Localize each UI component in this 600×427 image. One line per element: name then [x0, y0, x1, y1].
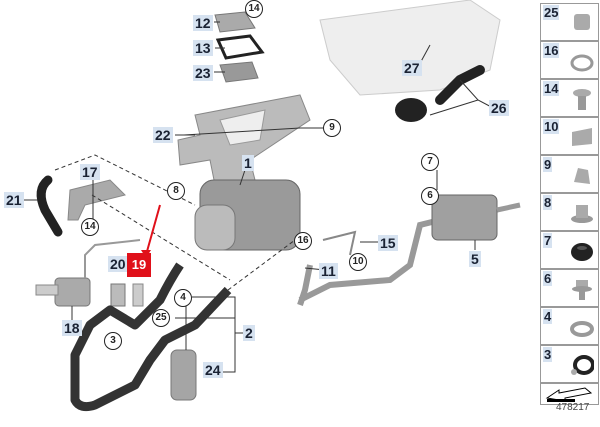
exhaust-pipe	[298, 217, 441, 303]
sidebar-item-4[interactable]: 4	[540, 307, 599, 345]
screw-icon	[573, 89, 591, 110]
part-12-bracket	[214, 11, 256, 33]
sidebar-item-8[interactable]: 8	[540, 193, 599, 231]
hose-clamp-icon	[570, 321, 594, 337]
collar-bolt-icon	[572, 280, 592, 300]
callout-9: 9	[323, 119, 341, 137]
sidebar-item-9[interactable]: 9	[540, 155, 599, 193]
sidebar-item-16[interactable]: 16	[540, 41, 599, 79]
callout-4: 4	[174, 289, 192, 307]
label-21: 21	[4, 192, 24, 208]
part-26-grommet	[395, 98, 427, 122]
part-5-muffler	[431, 194, 498, 241]
label-26: 26	[489, 100, 509, 116]
callout-16: 16	[294, 232, 312, 250]
diagram-number: 478217	[556, 402, 590, 413]
grommet-icon	[571, 243, 593, 261]
sidebar-item-6[interactable]: 6	[540, 269, 599, 307]
sidebar-item-3[interactable]: 3	[540, 345, 599, 383]
label-5: 5	[469, 251, 481, 267]
part-17-bracket	[67, 179, 126, 221]
part-18-pump	[54, 277, 91, 307]
label-27: 27	[402, 60, 422, 76]
sidebar-item-7[interactable]: 7	[540, 231, 599, 269]
label-24: 24	[203, 362, 223, 378]
sidebar-item-10[interactable]: 10	[540, 117, 599, 155]
arrow-icon	[545, 387, 593, 402]
spring-clip-icon	[574, 168, 590, 184]
clip-nut-icon	[574, 14, 590, 30]
label-1: 1	[242, 155, 254, 171]
hose-clamp-icon	[570, 54, 594, 72]
callout-7: 7	[421, 153, 439, 171]
part-23-plate	[219, 61, 259, 83]
label-11: 11	[319, 263, 338, 279]
part-3-hose	[70, 262, 232, 412]
part-20-clamp	[110, 283, 126, 307]
engine-block	[319, 0, 501, 96]
callout-14-top: 14	[245, 0, 263, 18]
back-arrow-button[interactable]	[540, 383, 599, 405]
label-17: 17	[80, 164, 100, 180]
callout-25: 25	[152, 309, 170, 327]
part-21-hose	[36, 175, 63, 237]
callout-14: 14	[81, 218, 99, 236]
label-20: 20	[108, 256, 128, 272]
sidebar-item-25[interactable]: 25	[540, 3, 599, 41]
part-13-seal	[215, 34, 265, 60]
highlight-label-19[interactable]: 19	[127, 253, 151, 277]
callout-8: 8	[167, 182, 185, 200]
callout-10: 10	[349, 253, 367, 271]
label-15: 15	[378, 235, 398, 251]
callout-6: 6	[421, 187, 439, 205]
label-13: 13	[193, 40, 213, 56]
part-24-filter	[170, 349, 197, 401]
pointer-arrow	[145, 204, 161, 256]
pipe-clamp-icon	[571, 355, 594, 375]
callout-3: 3	[104, 332, 122, 350]
label-18: 18	[62, 320, 82, 336]
label-23: 23	[193, 65, 213, 81]
sidebar-item-14[interactable]: 14	[540, 79, 599, 117]
label-12: 12	[193, 15, 213, 31]
label-2: 2	[243, 325, 255, 341]
collar-nut-icon	[571, 205, 593, 223]
part-19-clamp	[132, 283, 144, 307]
clip-icon	[572, 128, 592, 146]
label-22: 22	[153, 127, 173, 143]
